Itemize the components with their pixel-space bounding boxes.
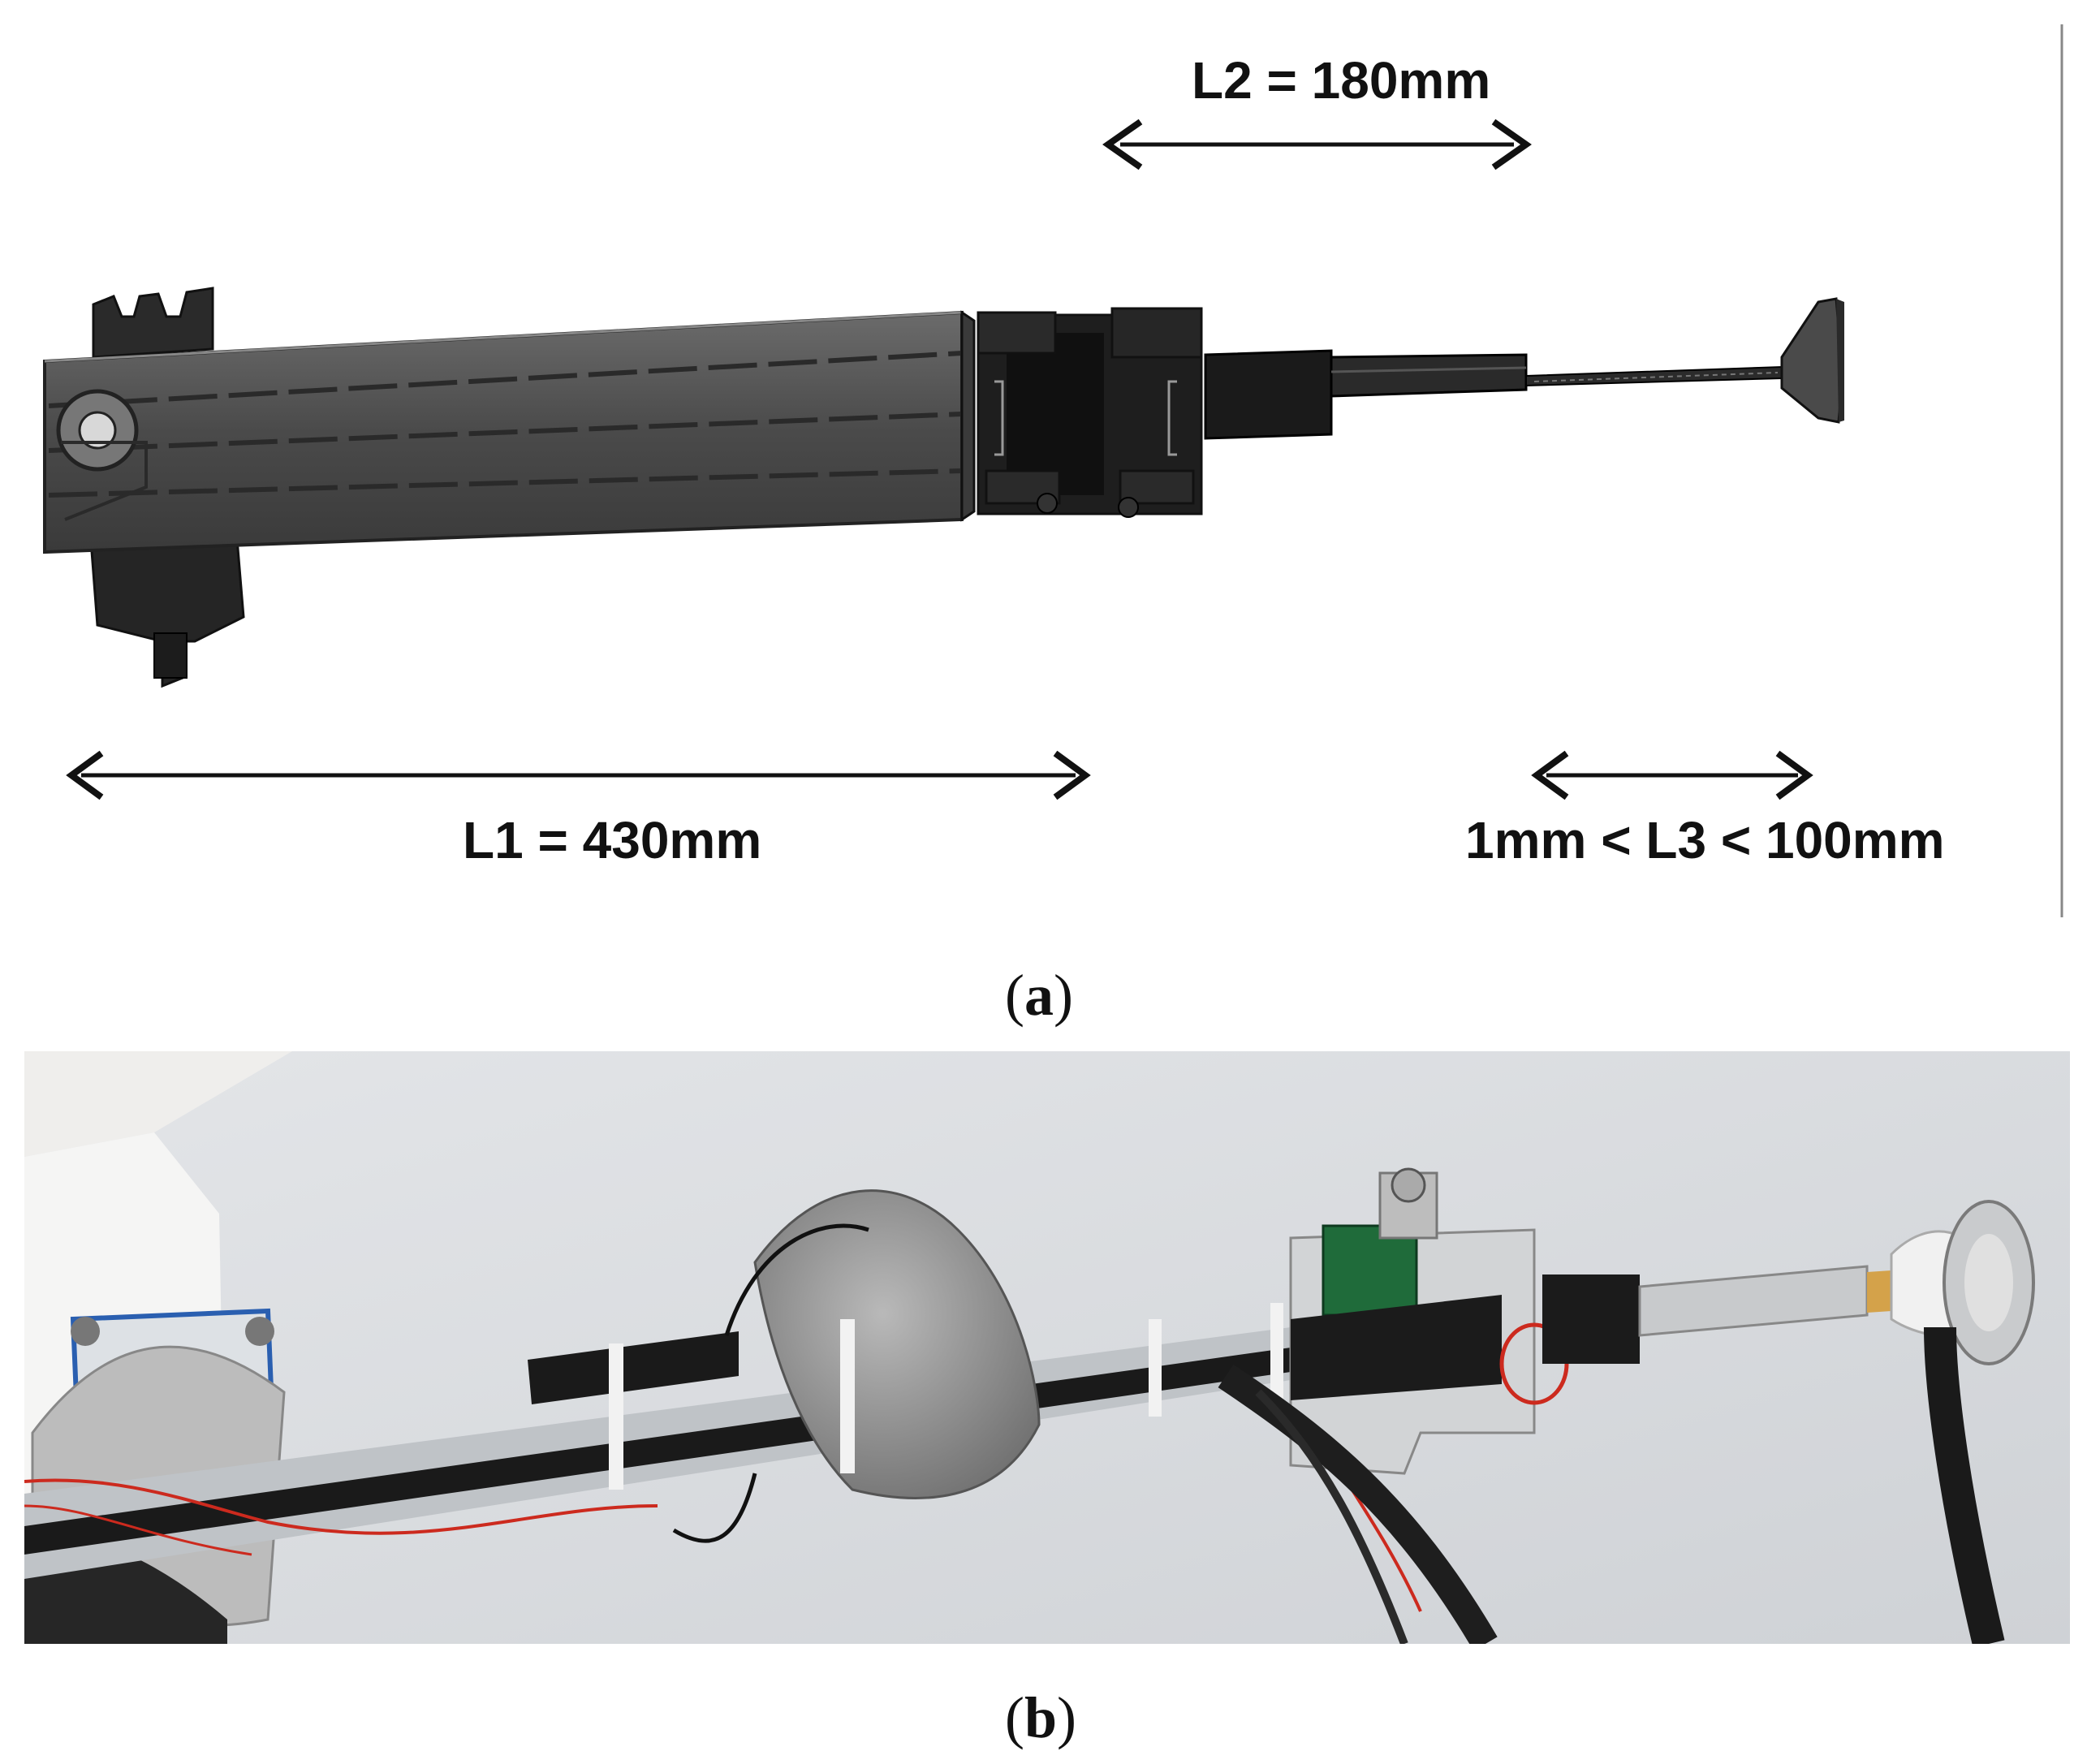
caption-b-letter: b bbox=[1024, 1685, 1058, 1750]
actuator-cad-model bbox=[43, 287, 1844, 688]
caption-a-letter: a bbox=[1024, 963, 1054, 1028]
panel-b-photo bbox=[24, 1051, 2070, 1644]
caption-a: (a) bbox=[1005, 963, 1073, 1028]
l2-dimension-arrow bbox=[1102, 119, 1532, 170]
caption-b: (b) bbox=[1005, 1685, 1077, 1750]
l1-dimension-arrow bbox=[66, 750, 1091, 800]
l2-dimension-label: L2 = 180mm bbox=[1192, 51, 1491, 110]
panel-a-diagram bbox=[43, 24, 2063, 917]
l1-dimension-label: L1 = 430mm bbox=[463, 811, 762, 869]
l3-dimension-arrow bbox=[1531, 750, 1813, 800]
panel-b-photo-illustration bbox=[24, 1051, 2070, 1644]
l3-dimension-label: 1mm < L3 < 100mm bbox=[1465, 811, 1945, 869]
